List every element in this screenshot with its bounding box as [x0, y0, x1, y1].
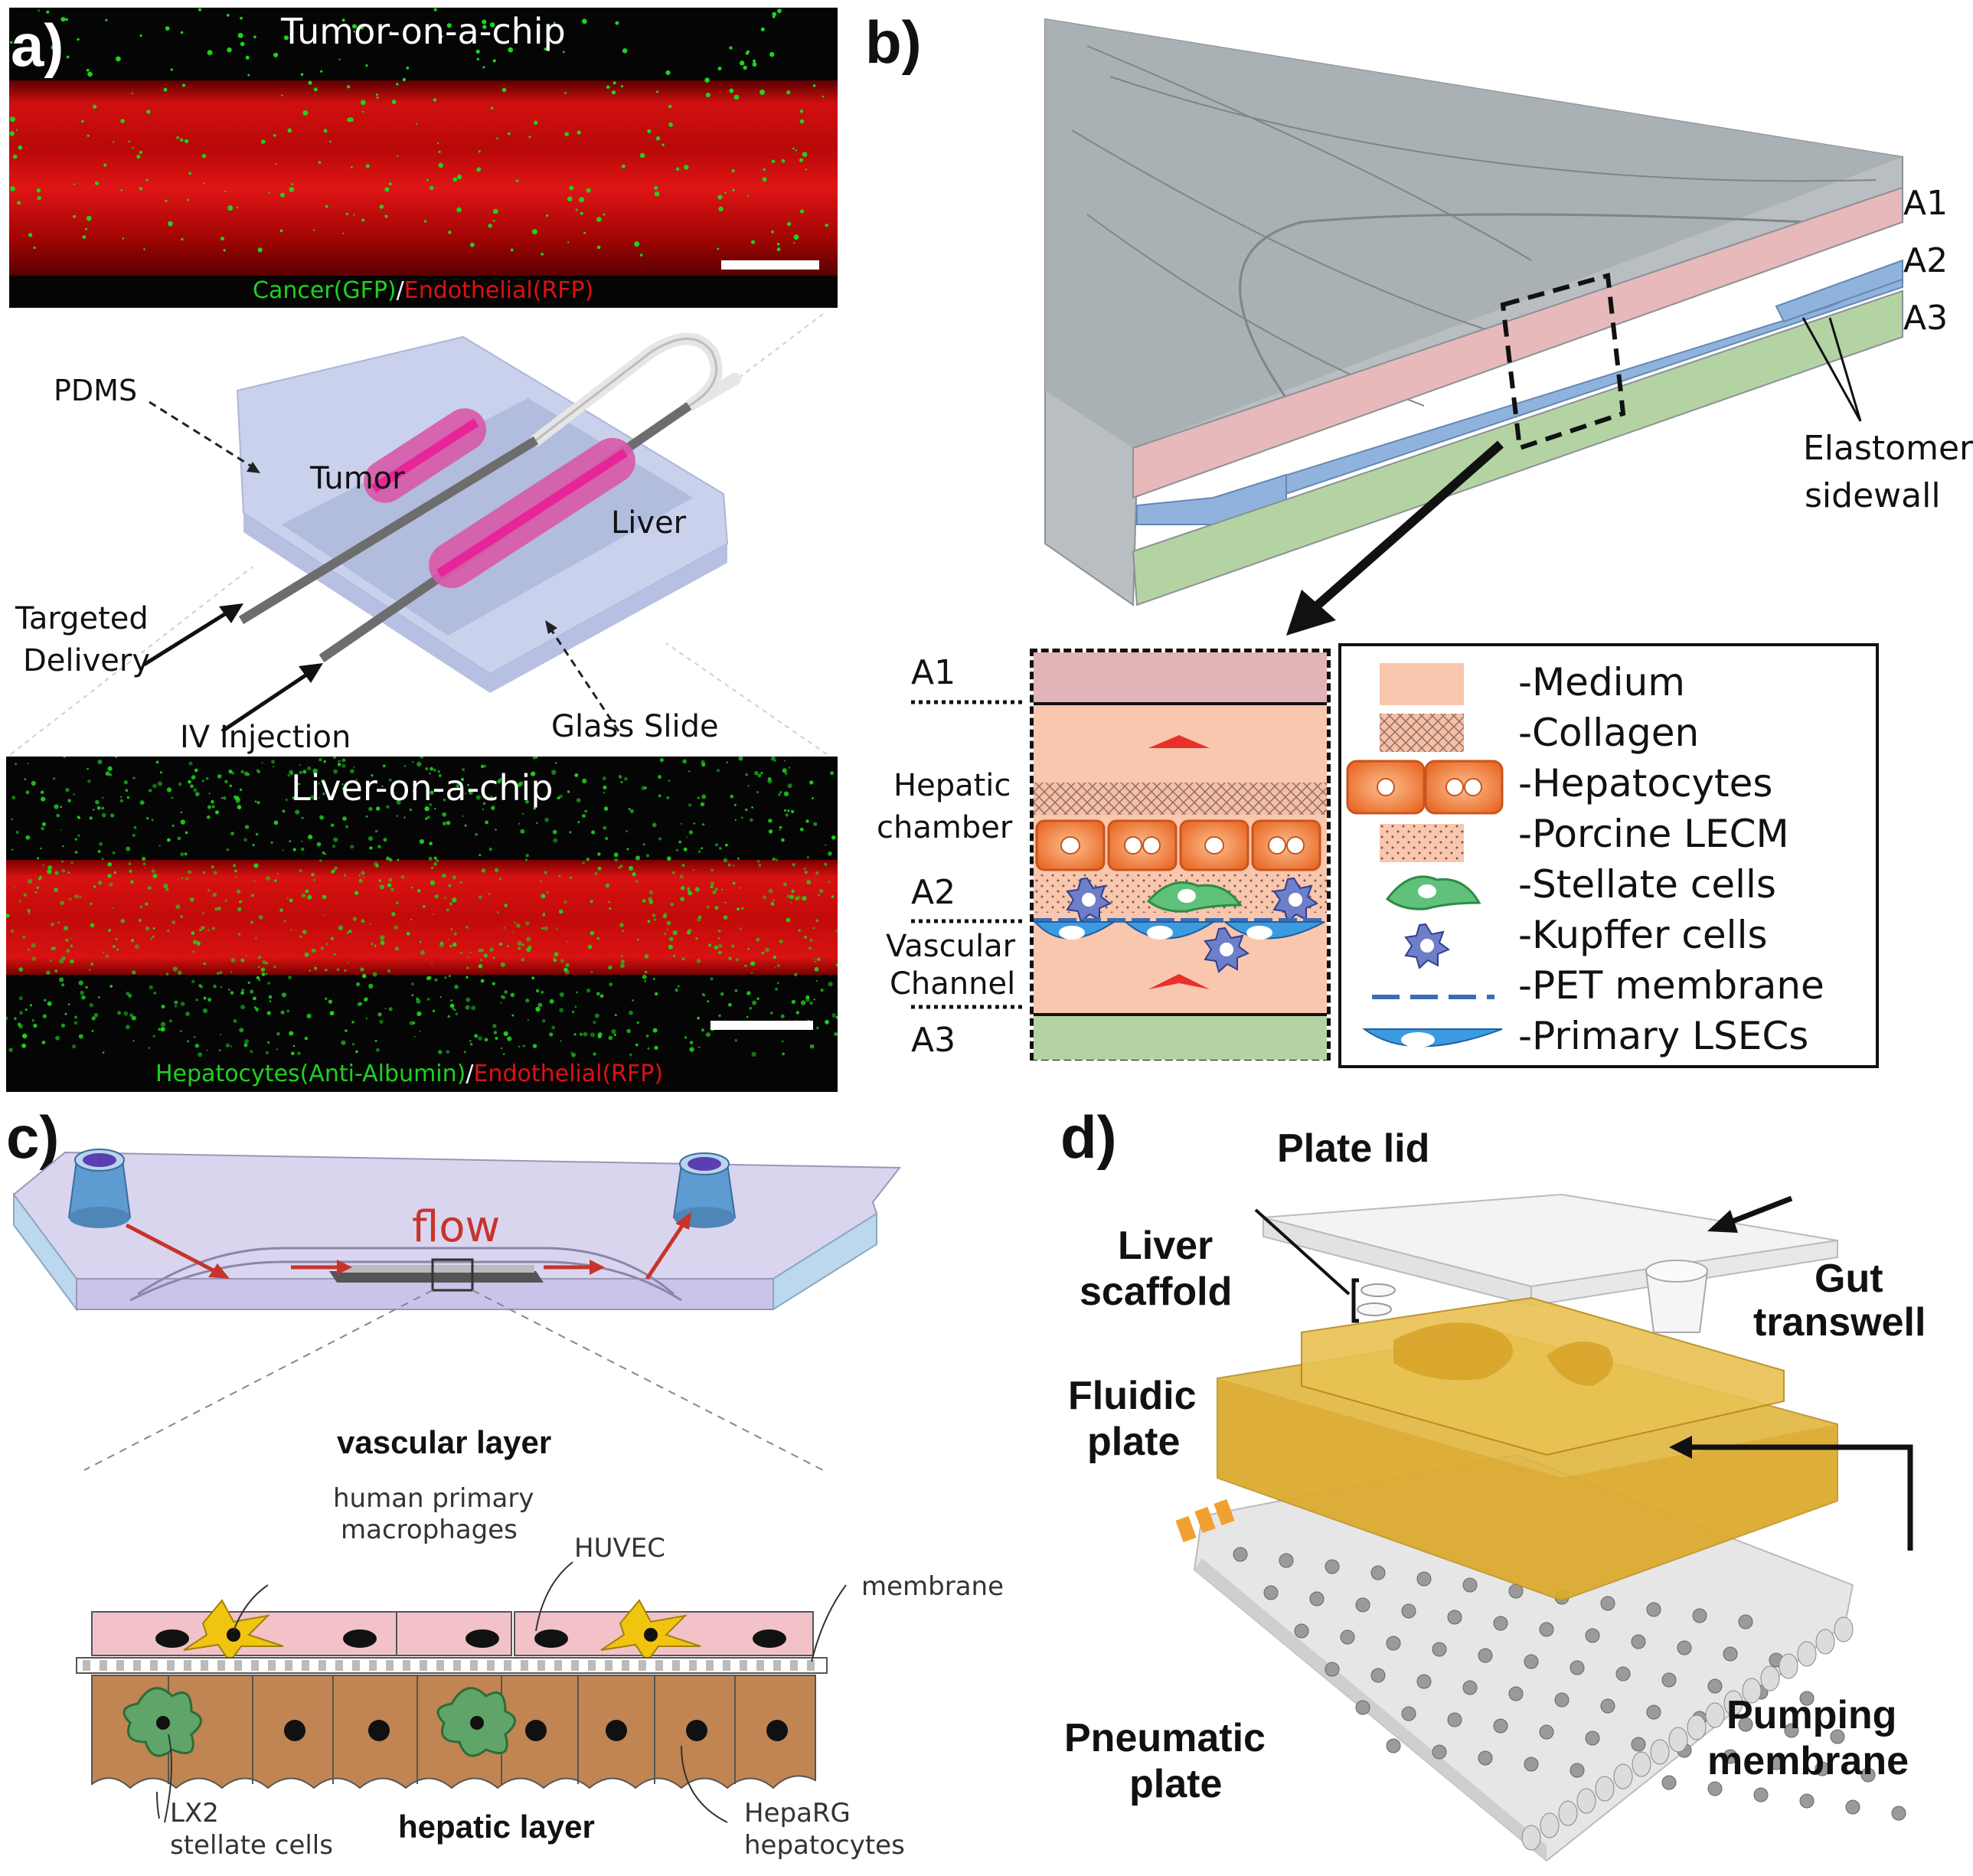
- pdms-label: PDMS: [54, 374, 138, 407]
- layer-a1: [1132, 186, 1903, 499]
- liver-scaffold-label-line1: Liver: [1118, 1224, 1214, 1268]
- tumor-on-chip-image: Tumor-on-a-chip Cancer(GFP)/Endothelial(…: [9, 8, 838, 308]
- scale-bar-top: [721, 260, 819, 270]
- flow-label: flow: [412, 1202, 501, 1252]
- macrophage-cell: [600, 1599, 701, 1663]
- detail-a3-layer: [1034, 1013, 1327, 1060]
- liver-label: Liver: [611, 505, 687, 541]
- legend-porcine-lecm: -Porcine LECM: [1518, 812, 1789, 856]
- gut-transwell-label-line2: transwell: [1753, 1300, 1926, 1345]
- cancer-cell-dots: [9, 8, 829, 257]
- liver-scaffold-label-line2: scaffold: [1080, 1270, 1233, 1314]
- legend-kupffer-cells: -Kupffer cells: [1518, 913, 1768, 957]
- hepatic-chamber-label-line1: Hepatic: [893, 768, 1011, 803]
- iv-injection-label: IV Injection: [180, 720, 351, 755]
- membrane-label: membrane: [861, 1571, 1004, 1602]
- panel-d-label: d): [1060, 1103, 1117, 1171]
- tumor-on-chip-title: Tumor-on-a-chip: [281, 11, 566, 52]
- hepatocyte-dots: [6, 757, 838, 1057]
- gut-transwell: [1645, 1260, 1709, 1333]
- macrophages-label-line2: macrophages: [341, 1515, 518, 1545]
- tumor-image-caption: Cancer(GFP)/Endothelial(RFP): [253, 277, 593, 304]
- caption-red-text: Endothelial(RFP): [403, 277, 594, 304]
- pumping-membrane-label-line1: Pumping: [1726, 1693, 1897, 1737]
- panel-b-label: b): [865, 8, 922, 76]
- cross-section-contents: [1033, 735, 1327, 989]
- macrophages-label-line1: human primary: [333, 1483, 534, 1514]
- layer-a3-label: A3: [1903, 299, 1949, 338]
- microfluidic-chip-3d: [12, 1149, 902, 1471]
- lx2-label-line1: LX2: [170, 1798, 219, 1829]
- tumor-label: Tumor: [310, 461, 405, 496]
- legend-primary-lsecs: -Primary LSECs: [1518, 1014, 1809, 1058]
- layered-device-3d: [1044, 18, 1903, 636]
- vascular-channel-label-line1: Vascular: [886, 929, 1016, 964]
- layer-a3: [1132, 289, 1903, 606]
- pneumatic-plate-label-line1: Pneumatic: [1064, 1716, 1266, 1760]
- legend-collagen: -Collagen: [1518, 711, 1700, 755]
- detail-a2-label: A2: [911, 873, 956, 912]
- hepatic-layer-title: hepatic layer: [398, 1809, 595, 1845]
- layer-a1-label: A1: [1903, 184, 1949, 223]
- zoom-box: [1500, 273, 1626, 452]
- fluidic-plate-label-line1: Fluidic: [1068, 1374, 1197, 1418]
- panel-c-label: c): [6, 1103, 60, 1171]
- liver-image-caption: Hepatocytes(Anti-Albumin)/Endothelial(RF…: [155, 1061, 663, 1087]
- liver-on-chip-image: Liver-on-a-chip Hepatocytes(Anti-Albumin…: [6, 757, 838, 1092]
- elastomer-sidewall-label-line2: sidewall: [1805, 476, 1941, 515]
- detail-dotted-leaders: [911, 700, 1026, 1009]
- legend-box: [1338, 643, 1879, 1068]
- gut-transwell-label-line1: Gut: [1815, 1257, 1883, 1301]
- legend-pet-membrane: -PET membrane: [1518, 963, 1824, 1008]
- tumor-liver-chip-schematic: [10, 313, 828, 755]
- layer-a2-label: A2: [1903, 241, 1949, 280]
- detail-a3-label: A3: [911, 1021, 956, 1060]
- legend-medium: -Medium: [1518, 660, 1685, 704]
- detail-a1-layer: [1034, 652, 1327, 705]
- fluidic-plate-label-line2: plate: [1087, 1420, 1181, 1464]
- elastomer-sidewall-label-line1: Elastomer: [1803, 429, 1973, 468]
- glass-slide-label: Glass Slide: [551, 709, 719, 744]
- panel-a-label: a): [11, 11, 64, 79]
- cell-layer-cross-section: [76, 1561, 847, 1823]
- caption-green-text: Cancer(GFP): [253, 277, 397, 304]
- tumor-chamber: [364, 408, 486, 503]
- liver-on-chip-title: Liver-on-a-chip: [291, 767, 554, 809]
- caption-separator: /: [465, 1061, 474, 1087]
- cross-section-detail: [1030, 649, 1331, 1061]
- legend-stellate-cells: -Stellate cells: [1518, 862, 1776, 907]
- heparg-label-line2: hepatocytes: [744, 1830, 905, 1861]
- lx2-label-line2: stellate cells: [170, 1830, 333, 1861]
- heparg-label-line1: HepaRG: [744, 1798, 851, 1829]
- caption-green-text: Hepatocytes(Anti-Albumin): [155, 1061, 466, 1087]
- targeted-delivery-label-line1: Targeted: [15, 601, 149, 636]
- detail-a1-label: A1: [911, 653, 956, 692]
- vascular-channel-label-line2: Channel: [890, 966, 1016, 1002]
- pumping-membrane-label-line2: membrane: [1707, 1739, 1909, 1783]
- vascular-layer-title: vascular layer: [337, 1424, 552, 1460]
- legend-swatches: [1346, 663, 1504, 1047]
- targeted-delivery-label-line2: Delivery: [23, 643, 151, 678]
- caption-separator: /: [396, 277, 404, 304]
- pneumatic-plate-label-line2: plate: [1129, 1762, 1223, 1806]
- outlet-well-right: [672, 1152, 737, 1228]
- plate-lid-label: Plate lid: [1277, 1126, 1430, 1171]
- multi-organ-plate-exploded: [1175, 1193, 1913, 1862]
- inlet-well-left: [67, 1149, 132, 1228]
- caption-red-text: Endothelial(RFP): [473, 1061, 664, 1087]
- legend-hepatocytes: -Hepatocytes: [1518, 761, 1773, 806]
- hepatic-chamber-label-line2: chamber: [877, 810, 1013, 845]
- scale-bar-bottom: [710, 1021, 813, 1030]
- liver-chamber: [429, 437, 635, 589]
- huvec-label: HUVEC: [574, 1533, 665, 1564]
